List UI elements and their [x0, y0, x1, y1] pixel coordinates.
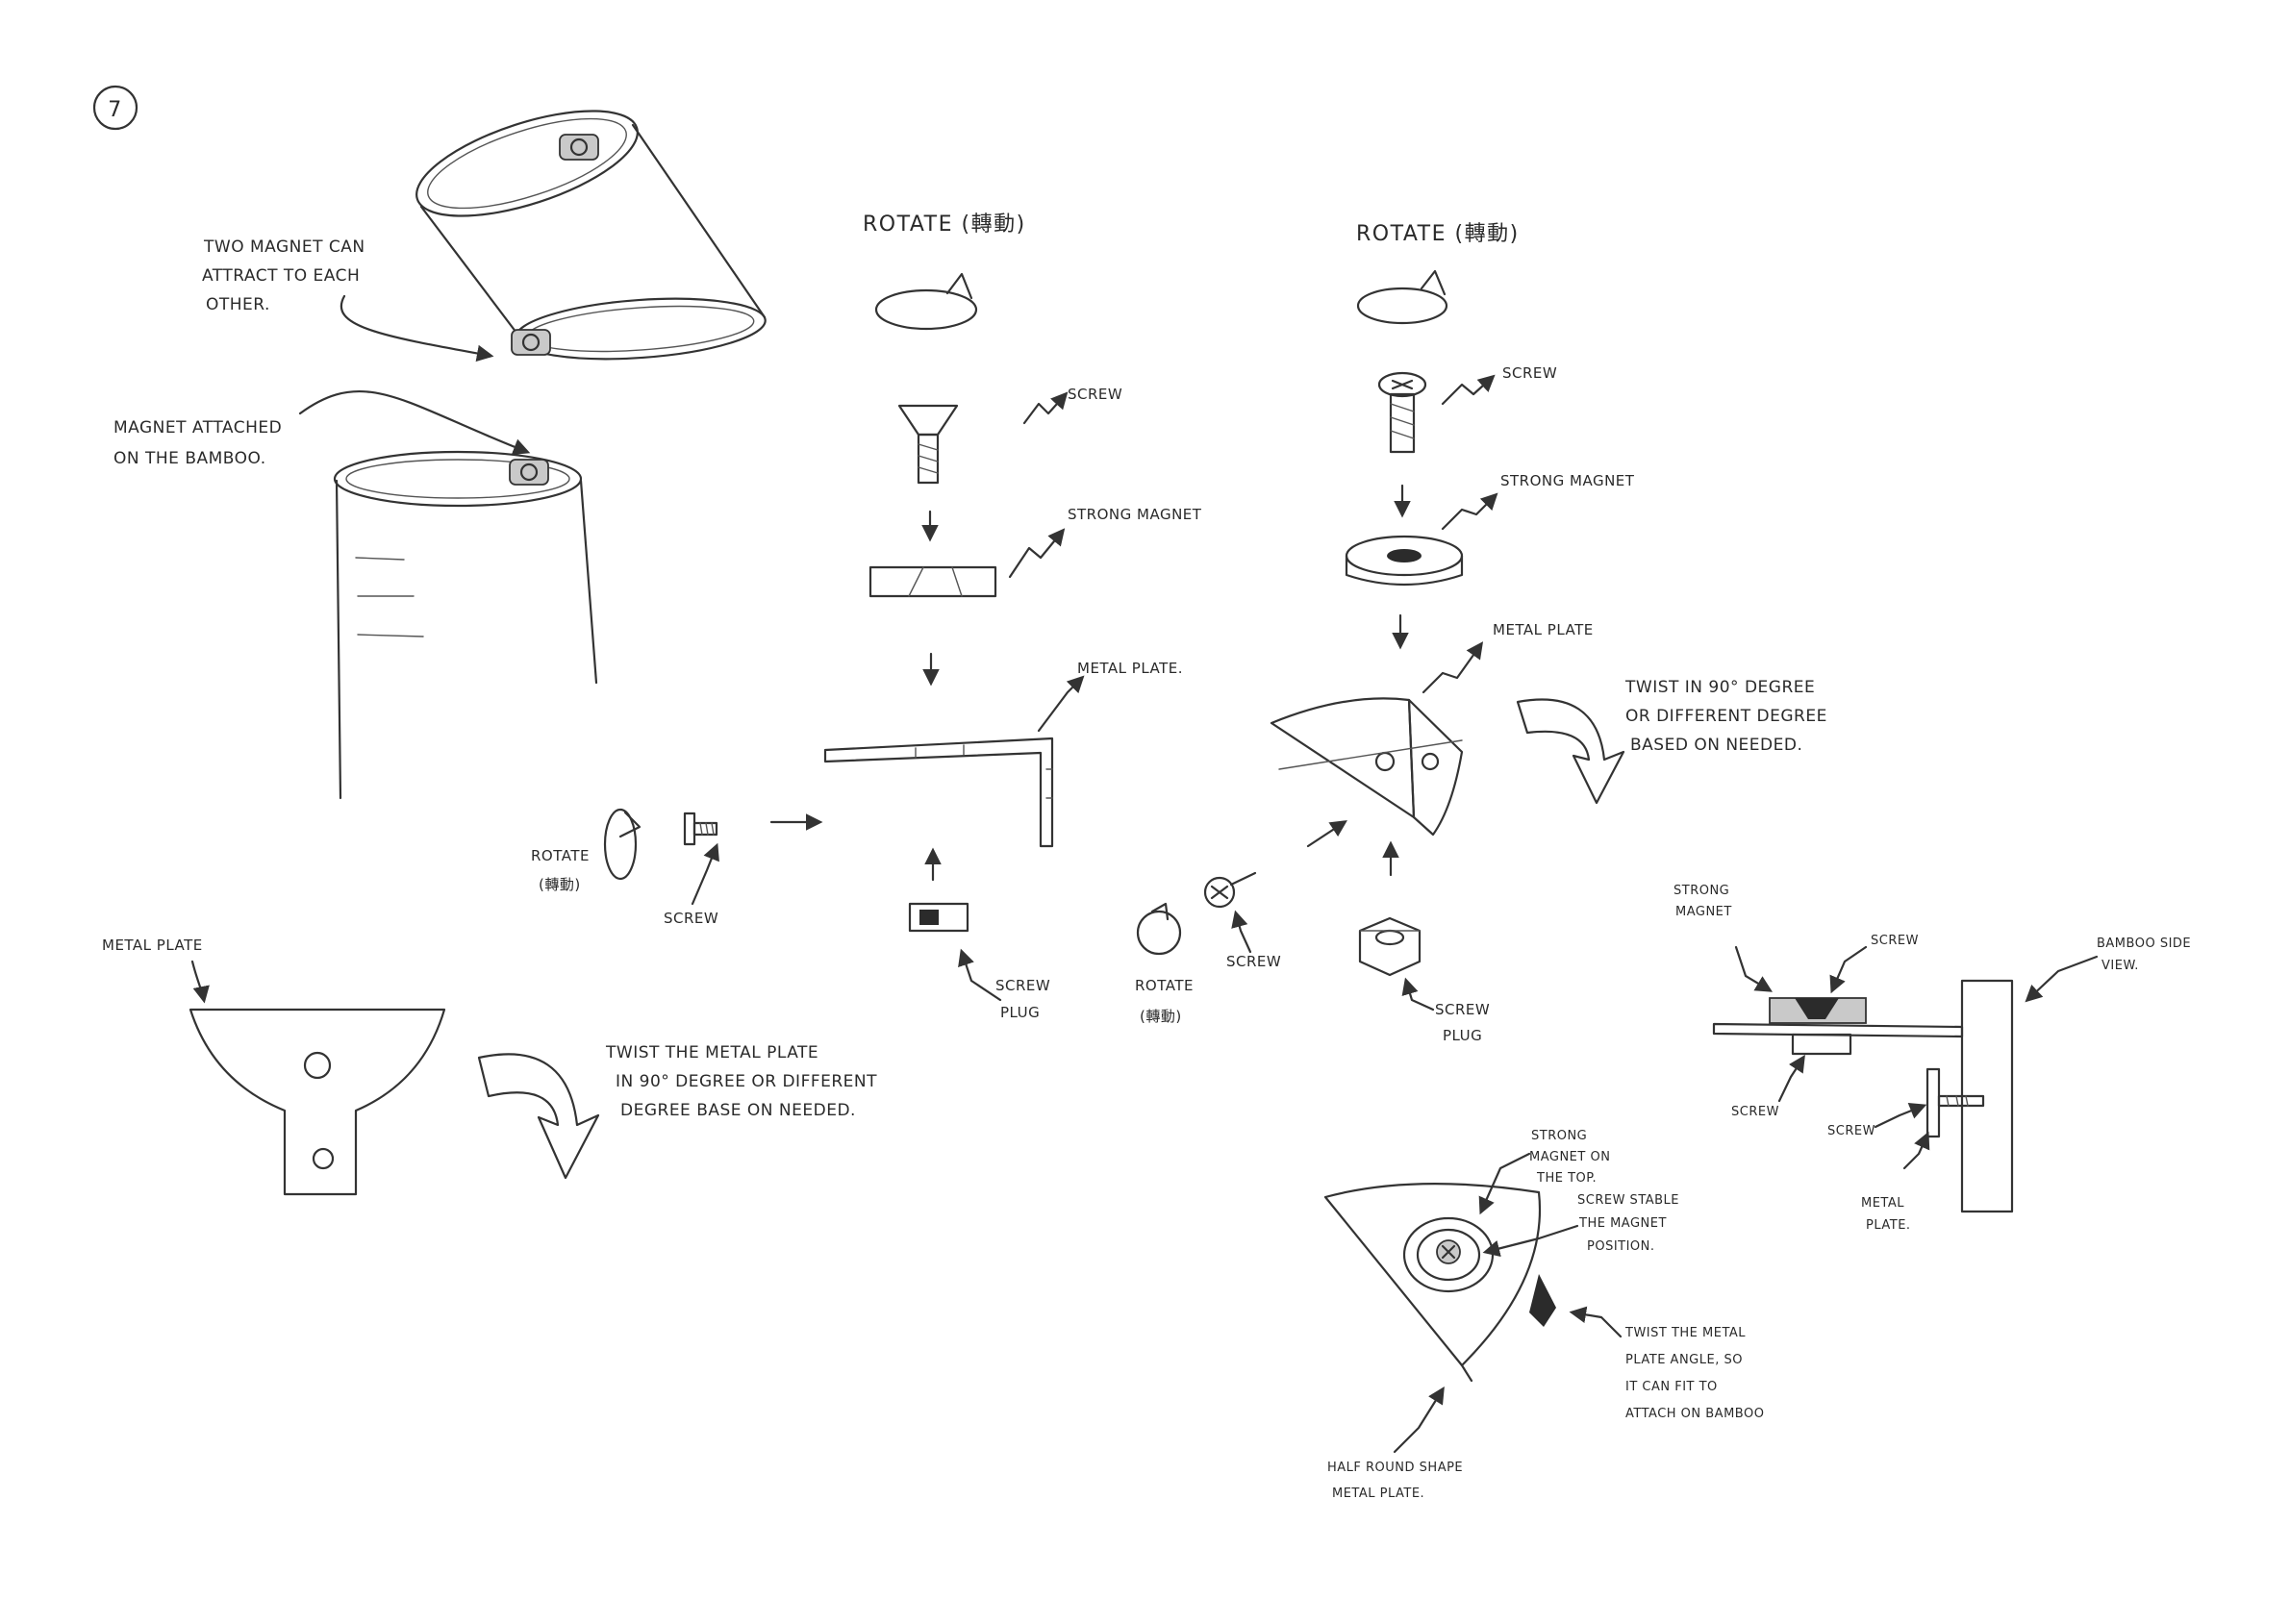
label-strong-magnet-side: STRONG MAGNET: [1673, 884, 1734, 919]
leader-line: [190, 960, 210, 1004]
label-screw-side: SCREW: [664, 910, 718, 927]
label-screw-side-top: SCREW: [1871, 934, 1919, 948]
label-strong-magnet-top: STRONG MAGNET ON THE TOP.: [1529, 1129, 1615, 1186]
label-metal-plate-right: METAL PLATE: [1493, 621, 1594, 638]
leader-line: [1478, 1152, 1531, 1215]
label-bamboo-side-view: BAMBOO SIDE VIEW.: [2097, 937, 2196, 973]
leader-line: [1482, 1224, 1579, 1258]
leader-line: [1441, 492, 1498, 531]
label-screw-stable: SCREW STABLE THE MAGNET POSITION.: [1577, 1193, 1684, 1254]
half-round-plate-sketch: [1323, 1183, 1556, 1383]
label-rotate-right-title: ROTATE (轉動): [1356, 222, 1520, 246]
leader-line: [340, 294, 494, 362]
leader-line: [1231, 910, 1252, 954]
step-number-badge: 7: [92, 85, 138, 131]
ring-magnet: [1345, 535, 1464, 587]
step-number: 7: [108, 98, 123, 122]
label-screw-side-mid: SCREW: [1827, 1124, 1875, 1138]
bamboo-cap-sketch: [415, 110, 767, 361]
side-screw: [683, 812, 718, 846]
phillips-screw: [1203, 871, 1257, 909]
twist-arrow-icon: [1516, 698, 1625, 805]
label-metal-plate-side: METAL PLATE.: [1861, 1196, 1911, 1233]
leader-line: [2025, 955, 2099, 1003]
strong-magnet-bar: [868, 565, 997, 598]
label-twist-left: TWIST THE METAL PLATE IN 90° DEGREE OR D…: [605, 1043, 883, 1120]
leader-line: [1008, 528, 1066, 579]
l-metal-plate: [823, 737, 1054, 848]
label-twist-right: TWIST IN 90° DEGREE OR DIFFERENT DEGREE …: [1624, 678, 1833, 755]
label-screw-right-side: SCREW: [1226, 953, 1281, 970]
label-magnet-attached: MAGNET ATTACHED ON THE BAMBOO.: [113, 418, 288, 468]
label-half-round: HALF ROUND SHAPE METAL PLATE.: [1327, 1461, 1468, 1501]
rotate-icon: [1136, 902, 1182, 956]
leader-line: [958, 948, 1002, 1002]
label-rotate-right-side: ROTATE (轉動): [1135, 977, 1198, 1025]
rotate-icon: [874, 272, 978, 331]
leader-line: [1401, 977, 1435, 1012]
label-metal-plate-left: METAL PLATE: [102, 937, 203, 954]
label-two-magnet: TWO MAGNET CAN ATTRACT TO EACH OTHER.: [202, 237, 371, 314]
phillips-screw: [1377, 371, 1427, 454]
label-twist-metal-angle: TWIST THE METAL PLATE ANGLE, SO IT CAN F…: [1624, 1326, 1764, 1421]
leader-line: [1902, 1131, 1930, 1170]
countersunk-screw: [897, 404, 959, 485]
hex-nut: [1358, 916, 1422, 977]
leader-line: [1874, 1103, 1927, 1129]
label-screw-mid: SCREW: [1068, 386, 1122, 403]
leader-line: [1829, 945, 1868, 994]
leader-line: [1441, 374, 1496, 406]
leader-line: [1422, 641, 1484, 694]
leader-line: [1734, 945, 1774, 992]
leader-line: [691, 842, 719, 906]
label-screw-side-low: SCREW: [1731, 1105, 1779, 1119]
bamboo-tube-sketch: [333, 450, 598, 800]
leader-line: [1022, 391, 1069, 425]
label-screw-plug-mid: SCREW PLUG: [995, 977, 1056, 1021]
diagonal-arrow: [1306, 820, 1347, 848]
leader-line: [1393, 1387, 1445, 1454]
label-screw-plug-right: SCREW PLUG: [1435, 1001, 1496, 1044]
magnet-icon: [559, 134, 599, 161]
twist-arrow-icon: [477, 1053, 600, 1180]
leader-line: [1777, 1055, 1805, 1103]
label-screw-right: SCREW: [1502, 364, 1557, 382]
leader-line: [298, 390, 531, 456]
label-rotate-mid-title: ROTATE (轉動): [863, 212, 1026, 237]
label-strong-magnet-mid: STRONG MAGNET: [1068, 506, 1202, 523]
magnet-icon: [511, 329, 551, 356]
magnet-icon: [509, 459, 549, 486]
bent-half-round-plate: [1270, 697, 1464, 837]
leader-line: [1037, 675, 1085, 733]
fan-metal-plate-sketch: [189, 960, 446, 1196]
screw-plug: [908, 902, 969, 933]
label-strong-magnet-right: STRONG MAGNET: [1500, 472, 1635, 489]
rotate-icon: [1356, 269, 1448, 325]
label-metal-plate-mid: METAL PLATE.: [1077, 660, 1183, 677]
leader-line: [1569, 1306, 1623, 1338]
bamboo-side-view-sketch: [1712, 979, 2014, 1213]
label-rotate-side: ROTATE (轉動): [531, 847, 594, 893]
rotate-icon: [603, 808, 642, 881]
